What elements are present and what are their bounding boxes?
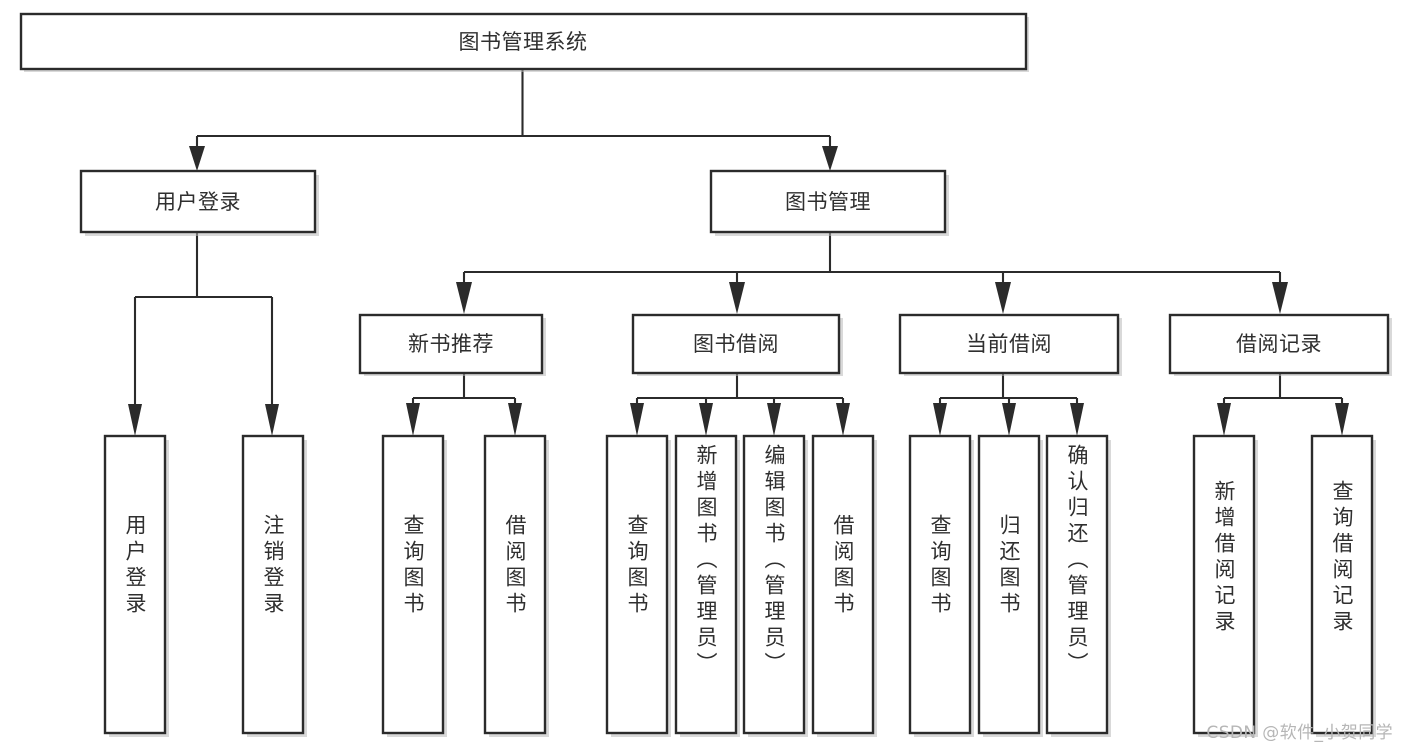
arrow-icon-to-user-login [189, 146, 205, 171]
node-user-login-label: 用户登录 [155, 190, 241, 214]
node-current-borrow-label: 当前借阅 [966, 332, 1052, 356]
node-borrow-record-label: 借阅记录 [1236, 332, 1322, 356]
node-leaf-query-record[interactable] [1310, 434, 1374, 735]
node-leaf-return-book[interactable] [977, 434, 1041, 735]
node-user-login[interactable]: 用户登录 [79, 169, 317, 234]
arrow-icon-to-new-book-rec [456, 282, 472, 314]
node-leaf-query-book-3[interactable] [908, 434, 972, 735]
node-book-manage[interactable]: 图书管理 [709, 169, 947, 234]
arrowhead-layer [128, 146, 1349, 436]
node-book-manage-label: 图书管理 [785, 190, 871, 214]
arrow-icon-to-leaf-edit-book [767, 403, 781, 436]
node-leaf-add-book[interactable] [674, 434, 738, 735]
node-layer: 图书管理系统 用户登录 图书管理 新书推荐 图书借阅 当前借阅 [19, 12, 1390, 735]
csdn-watermark: CSDN @软件_小贺同学 [1206, 723, 1393, 743]
arrow-icon-to-book-manage [822, 146, 838, 171]
arrow-icon-to-leaf-confirm-return [1070, 403, 1084, 436]
arrow-icon-to-leaf-user-login [128, 404, 142, 436]
node-root[interactable]: 图书管理系统 [19, 12, 1028, 71]
arrow-icon-to-leaf-borrow-book-1 [508, 403, 522, 436]
arrow-icon-to-leaf-query-record [1335, 403, 1349, 436]
node-borrow-record[interactable]: 借阅记录 [1168, 313, 1390, 375]
arrow-icon-to-leaf-logout [265, 404, 279, 436]
arrow-icon-to-leaf-borrow-book-2 [836, 403, 850, 436]
arrow-icon-to-borrow-record [1272, 282, 1288, 314]
node-leaf-edit-book[interactable] [742, 434, 806, 735]
node-leaf-borrow-book-2[interactable] [811, 434, 875, 735]
arrow-icon-to-leaf-return-book [1002, 403, 1016, 436]
arrow-icon-to-book-borrow [729, 282, 745, 314]
node-leaf-user-login[interactable] [103, 434, 167, 735]
arrow-icon-to-leaf-query-book-2 [630, 403, 644, 436]
arrow-icon-to-leaf-query-book-1 [406, 403, 420, 436]
node-leaf-add-record[interactable] [1192, 434, 1256, 735]
node-leaf-query-book-1[interactable] [381, 434, 445, 735]
node-new-book-rec[interactable]: 新书推荐 [358, 313, 544, 375]
arrow-icon-to-leaf-add-record [1217, 403, 1231, 436]
node-current-borrow[interactable]: 当前借阅 [898, 313, 1120, 375]
arrow-icon-to-current-borrow [995, 282, 1011, 314]
arrow-icon-to-leaf-query-book-3 [933, 403, 947, 436]
node-book-borrow-label: 图书借阅 [693, 332, 779, 356]
arrow-icon-to-leaf-add-book [699, 403, 713, 436]
node-root-label: 图书管理系统 [459, 30, 588, 54]
node-leaf-confirm-return[interactable] [1045, 434, 1109, 735]
node-leaf-logout[interactable] [241, 434, 305, 735]
leaf-box-layer [103, 434, 1374, 735]
node-new-book-rec-label: 新书推荐 [408, 332, 494, 356]
node-leaf-borrow-book-1[interactable] [483, 434, 547, 735]
node-leaf-query-book-2[interactable] [605, 434, 669, 735]
node-book-borrow[interactable]: 图书借阅 [631, 313, 841, 375]
